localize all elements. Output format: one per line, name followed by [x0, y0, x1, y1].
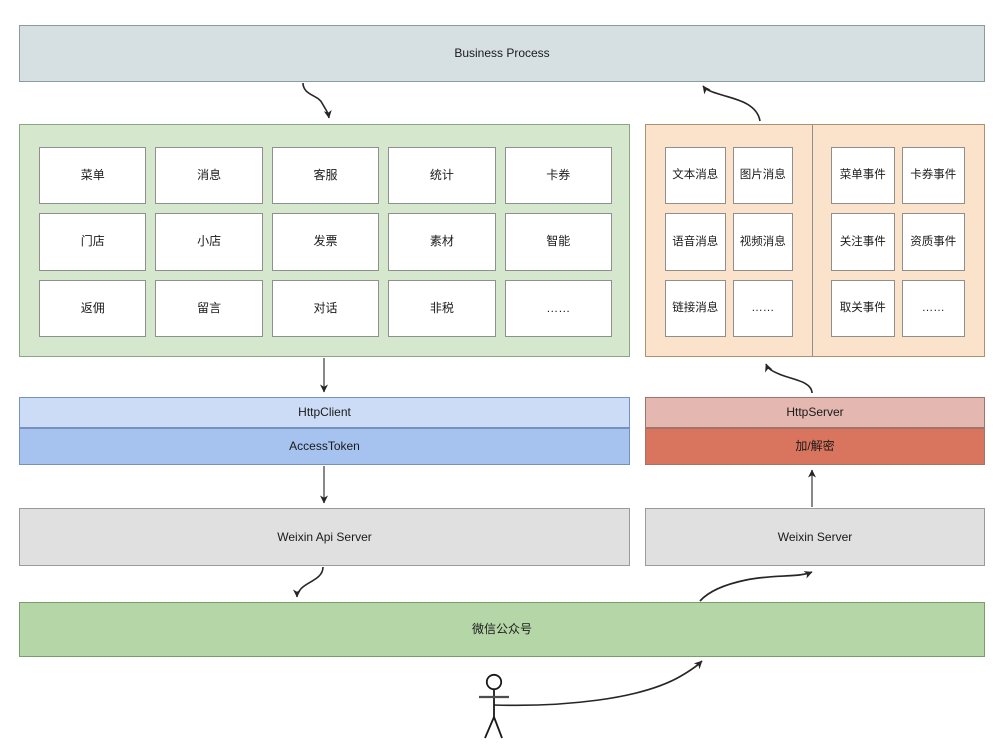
edge-platform-to-weixinserver: [699, 571, 813, 602]
api-cell-shop[interactable]: 小店: [155, 213, 263, 271]
api-cell-non-tax[interactable]: 非税: [388, 279, 496, 337]
event-cell-menu[interactable]: 菜单事件: [831, 147, 895, 205]
event-types-grid: 菜单事件 卡券事件 关注事件 资质事件 取关事件 ……: [831, 147, 965, 337]
message-cell-voice[interactable]: 语音消息: [665, 213, 726, 271]
api-cell-material[interactable]: 素材: [388, 213, 496, 271]
business-process-bar[interactable]: Business Process: [19, 25, 985, 82]
wechat-official-account-bar[interactable]: 微信公众号: [19, 602, 985, 657]
message-types-subpanel[interactable]: 文本消息 图片消息 语音消息 视频消息 链接消息 ……: [646, 125, 813, 356]
event-cell-subscribe[interactable]: 关注事件: [831, 213, 895, 271]
wechat-official-account-label: 微信公众号: [471, 622, 532, 636]
access-token-bar[interactable]: AccessToken: [19, 428, 630, 465]
message-cell-video[interactable]: 视频消息: [732, 213, 793, 271]
api-cell-dialog[interactable]: 对话: [271, 279, 380, 337]
api-cell-message[interactable]: 消息: [155, 147, 263, 205]
edge-events-to-business: [702, 85, 761, 122]
user-actor-icon[interactable]: [470, 672, 520, 742]
weixin-server-box[interactable]: Weixin Server: [645, 508, 985, 566]
event-cell-card-coupon[interactable]: 卡券事件: [901, 147, 965, 205]
event-cell-more[interactable]: ……: [901, 279, 965, 337]
message-cell-more[interactable]: ……: [732, 279, 793, 337]
api-cell-store[interactable]: 门店: [39, 213, 147, 271]
api-cell-menu[interactable]: 菜单: [39, 147, 147, 205]
weixin-api-server-label: Weixin Api Server: [277, 529, 372, 544]
api-cell-statistics[interactable]: 统计: [388, 147, 496, 205]
crypto-label: 加/解密: [795, 439, 835, 453]
weixin-api-server-box[interactable]: Weixin Api Server: [19, 508, 630, 566]
api-cell-more[interactable]: ……: [504, 279, 612, 337]
inbound-types-panel[interactable]: 文本消息 图片消息 语音消息 视频消息 链接消息 …… 菜单事件 卡券事件 关注…: [645, 124, 985, 357]
message-cell-link[interactable]: 链接消息: [665, 279, 726, 337]
message-cell-image[interactable]: 图片消息: [732, 147, 793, 205]
http-client-label: HttpClient: [298, 405, 351, 419]
edge-apiserver-to-platform: [293, 566, 324, 598]
business-process-label: Business Process: [454, 46, 550, 60]
event-types-subpanel[interactable]: 菜单事件 卡券事件 关注事件 资质事件 取关事件 ……: [813, 125, 986, 356]
api-capabilities-grid: 菜单 消息 客服 统计 卡券 门店 小店 发票 素材 智能 返佣 留言 对话 非…: [39, 147, 612, 337]
api-cell-comment[interactable]: 留言: [155, 279, 263, 337]
edge-actor-to-platform: [493, 660, 703, 707]
api-capabilities-panel[interactable]: 菜单 消息 客服 统计 卡券 门店 小店 发票 素材 智能 返佣 留言 对话 非…: [19, 124, 630, 357]
http-server-bar[interactable]: HttpServer: [645, 397, 985, 428]
event-cell-qualification[interactable]: 资质事件: [901, 213, 965, 271]
weixin-server-label: Weixin Server: [777, 529, 853, 544]
api-cell-smart[interactable]: 智能: [504, 213, 612, 271]
event-cell-unsubscribe[interactable]: 取关事件: [831, 279, 895, 337]
edge-business-to-api: [302, 82, 332, 119]
message-types-grid: 文本消息 图片消息 语音消息 视频消息 链接消息 ……: [665, 147, 793, 337]
http-client-bar[interactable]: HttpClient: [19, 397, 630, 428]
api-cell-card-coupon[interactable]: 卡券: [504, 147, 612, 205]
access-token-label: AccessToken: [289, 439, 360, 453]
crypto-bar[interactable]: 加/解密: [645, 428, 985, 465]
edge-httpserver-to-messages: [765, 363, 813, 394]
api-cell-invoice[interactable]: 发票: [271, 213, 380, 271]
http-server-label: HttpServer: [786, 405, 844, 419]
message-cell-text[interactable]: 文本消息: [665, 147, 726, 205]
api-cell-rebate[interactable]: 返佣: [39, 279, 147, 337]
api-cell-customer-service[interactable]: 客服: [271, 147, 380, 205]
